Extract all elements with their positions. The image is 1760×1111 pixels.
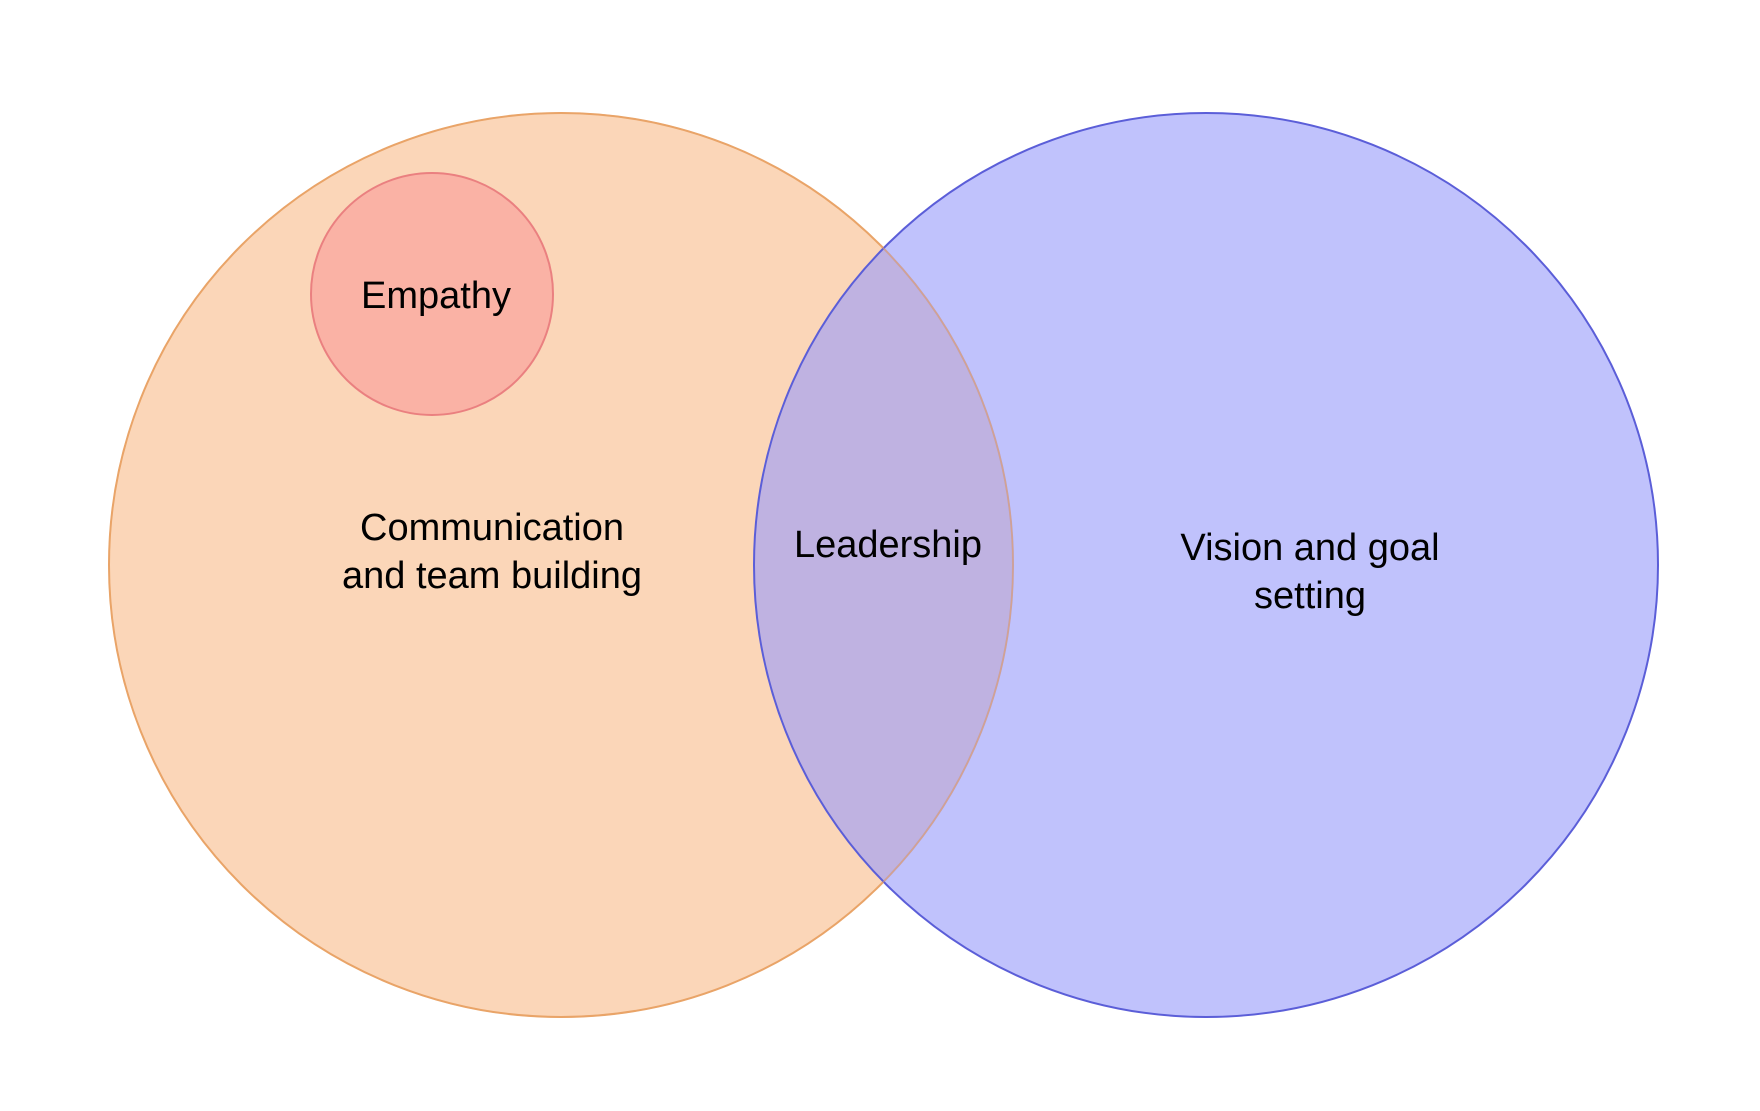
empathy-label: Empathy — [361, 275, 511, 317]
leadership-label: Leadership — [794, 524, 982, 566]
vision-circle — [753, 112, 1659, 1018]
communication-label-line-2: and team building — [342, 555, 642, 597]
vision-label-line-1: Vision and goal — [1180, 527, 1439, 569]
empathy-circle — [310, 172, 554, 416]
vision-label-line-2: setting — [1254, 575, 1366, 617]
communication-label-line-1: Communication — [360, 507, 624, 549]
communication-circle-outline — [108, 112, 1014, 1018]
